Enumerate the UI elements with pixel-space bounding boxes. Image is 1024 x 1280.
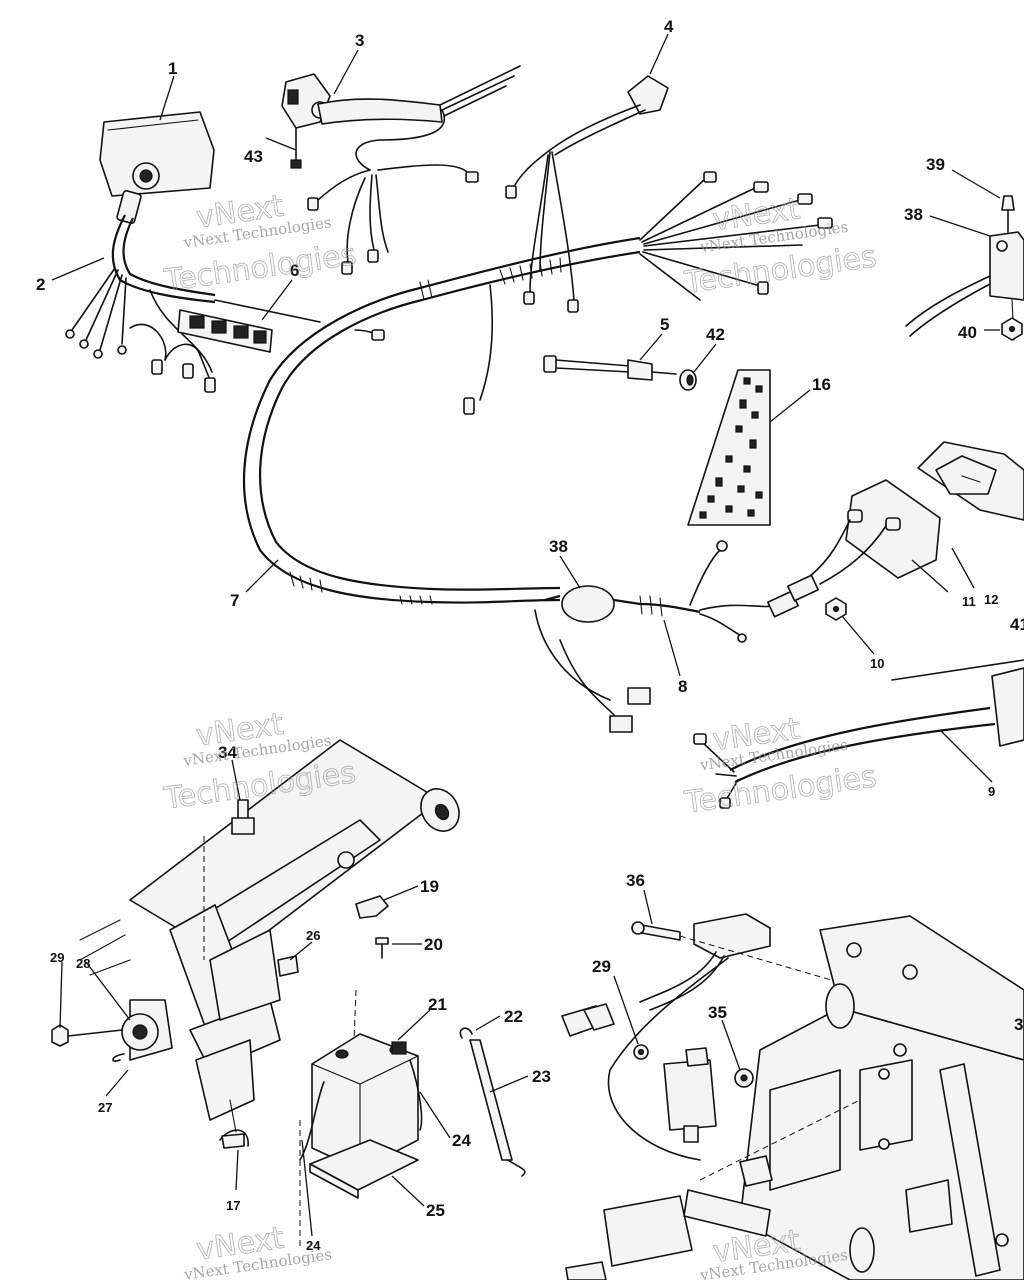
- horn-28: [112, 1013, 159, 1062]
- handlebar-switch: [281, 65, 521, 171]
- watermark-top-right: vNext Technologies vNext Technologies: [681, 191, 879, 301]
- plate-26: [277, 955, 299, 977]
- kill-switch-38: [905, 231, 1024, 341]
- headlight: [99, 111, 215, 224]
- callout-11: 11: [962, 594, 976, 609]
- callout-24-lower: 24: [306, 1238, 321, 1253]
- callout-5: 5: [660, 315, 669, 334]
- watermark-top-left: vNext Technologies vNext Technologies: [161, 188, 359, 299]
- battery-tray-25: [309, 1139, 419, 1199]
- cdi-box: [561, 913, 771, 1161]
- callout-labels: 1 2 3 4 43 6 5 42 16 39 38 40 7 38 8 10 …: [36, 17, 1024, 1253]
- callout-36: 36: [626, 871, 645, 890]
- nut-29-right: [633, 1044, 649, 1060]
- taillight-12: [917, 441, 1024, 521]
- callout-38-harness: 38: [549, 537, 568, 556]
- callout-21: 21: [428, 995, 447, 1014]
- decal-panel-16: [687, 369, 771, 526]
- callout-38-right: 38: [904, 205, 923, 224]
- harness-coil-38: [544, 585, 701, 623]
- callout-39: 39: [926, 155, 945, 174]
- callout-24-upper: 24: [452, 1131, 471, 1150]
- washer-35: [734, 1068, 754, 1088]
- nut-40: [1001, 317, 1023, 341]
- callout-29-left: 29: [50, 950, 64, 965]
- taillight-11: [767, 479, 941, 618]
- battery-strap-23: [459, 1027, 526, 1177]
- mounting-plate: [739, 915, 1024, 1280]
- connector-block: [177, 309, 273, 353]
- callout-1: 1: [168, 59, 177, 78]
- callout-29-right: 29: [592, 957, 611, 976]
- watermark-mid-right: vNext Technologies vNext Technologies: [681, 711, 879, 821]
- callout-2: 2: [36, 275, 45, 294]
- relay-wire-5: [543, 355, 677, 381]
- callout-9: 9: [988, 784, 995, 799]
- callout-3: 3: [355, 31, 364, 50]
- callout-35: 35: [708, 1003, 727, 1022]
- rear-harness-9: [693, 659, 1024, 809]
- harness-branch-8: [534, 540, 781, 733]
- nut-29-left: [51, 1024, 123, 1047]
- callout-4: 4: [664, 17, 674, 36]
- bolt-34: [203, 799, 255, 960]
- ignition-coil: [663, 1047, 717, 1143]
- callout-34: 34: [218, 743, 237, 762]
- grommet-42: [679, 369, 697, 391]
- callout-17: 17: [226, 1198, 240, 1213]
- callout-20: 20: [424, 935, 443, 954]
- main-harness-upper: [307, 149, 579, 415]
- callout-41: 41: [1010, 615, 1024, 634]
- callout-23: 23: [532, 1067, 551, 1086]
- callout-43: 43: [244, 147, 263, 166]
- battery-21: [299, 989, 423, 1250]
- watermark-bottom-left: vNext Technologies vNext: [182, 1220, 333, 1280]
- clip-17: [219, 1099, 249, 1149]
- screw-20: [375, 937, 389, 959]
- nut-10: [825, 597, 847, 621]
- callout-25: 25: [426, 1201, 445, 1220]
- main-harness: [242, 171, 833, 605]
- callout-16: 16: [812, 375, 831, 394]
- frame: [79, 739, 460, 1121]
- regulator: [565, 1099, 861, 1280]
- callout-40: 40: [958, 323, 977, 342]
- connector-plug-4: [549, 75, 669, 156]
- callout-28: 28: [76, 956, 90, 971]
- callout-42: 42: [706, 325, 725, 344]
- callout-27: 27: [98, 1100, 112, 1115]
- callout-3-right: 3: [1014, 1015, 1023, 1034]
- callout-22: 22: [504, 1007, 523, 1026]
- callout-7: 7: [230, 591, 239, 610]
- callout-6: 6: [290, 261, 299, 280]
- callout-8: 8: [678, 677, 687, 696]
- leader-lines: [51, 33, 1001, 1237]
- terminal-cap-19: [355, 895, 389, 919]
- screw-39: [1001, 195, 1015, 233]
- screw-43: [290, 127, 302, 169]
- callout-19: 19: [420, 877, 439, 896]
- callout-12: 12: [984, 592, 998, 607]
- callout-26: 26: [306, 928, 320, 943]
- callout-10: 10: [870, 656, 884, 671]
- headlight-harness: [65, 214, 321, 393]
